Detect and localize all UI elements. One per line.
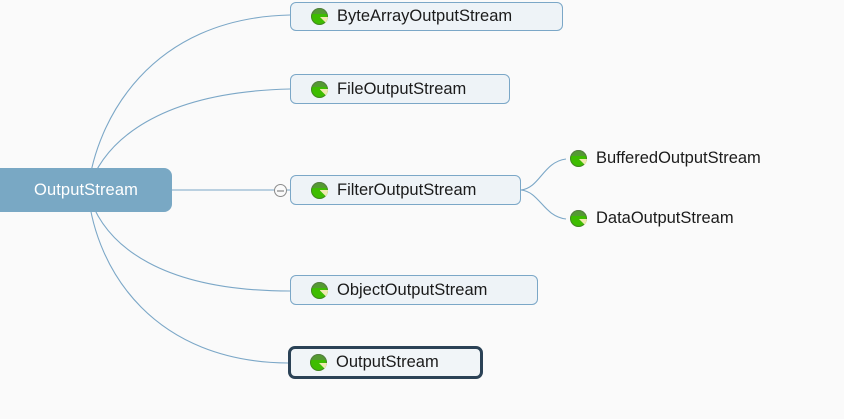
- minus-icon: [277, 190, 284, 191]
- java-class-icon: [310, 354, 327, 371]
- node-label: ObjectOutputStream: [337, 280, 488, 299]
- node-bufferedoutputstream[interactable]: BufferedOutputStream: [570, 150, 761, 167]
- node-label: OutputStream: [336, 353, 439, 372]
- node-label: BufferedOutputStream: [596, 149, 761, 168]
- node-label: DataOutputStream: [596, 209, 734, 228]
- node-filteroutputstream[interactable]: FilterOutputStream: [290, 175, 521, 205]
- edge-filter-data: [520, 189, 567, 220]
- java-class-icon: [311, 181, 328, 199]
- edge-root-bytearray: [87, 14, 291, 191]
- node-dataoutputstream[interactable]: DataOutputStream: [570, 210, 734, 227]
- node-fileoutputstream[interactable]: FileOutputStream: [290, 74, 510, 104]
- collapse-toggle-filteroutputstream[interactable]: [274, 184, 287, 197]
- java-class-icon: [311, 80, 328, 98]
- java-class-icon: [311, 281, 328, 299]
- root-node-label: OutputStream: [34, 180, 138, 199]
- node-outputstream-selected[interactable]: OutputStream: [288, 346, 483, 379]
- node-objectoutputstream[interactable]: ObjectOutputStream: [290, 275, 538, 305]
- node-label: FilterOutputStream: [337, 180, 477, 199]
- edge-root-outputstream: [87, 191, 289, 364]
- java-class-icon: [570, 210, 587, 227]
- node-label: FileOutputStream: [337, 79, 467, 98]
- node-label: ByteArrayOutputStream: [337, 7, 513, 26]
- node-bytearrayoutputstream[interactable]: ByteArrayOutputStream: [290, 2, 563, 31]
- root-node-outputstream[interactable]: OutputStream: [0, 168, 172, 212]
- java-class-icon: [311, 8, 328, 25]
- edge-filter-buffered: [520, 158, 567, 191]
- java-class-icon: [570, 150, 587, 167]
